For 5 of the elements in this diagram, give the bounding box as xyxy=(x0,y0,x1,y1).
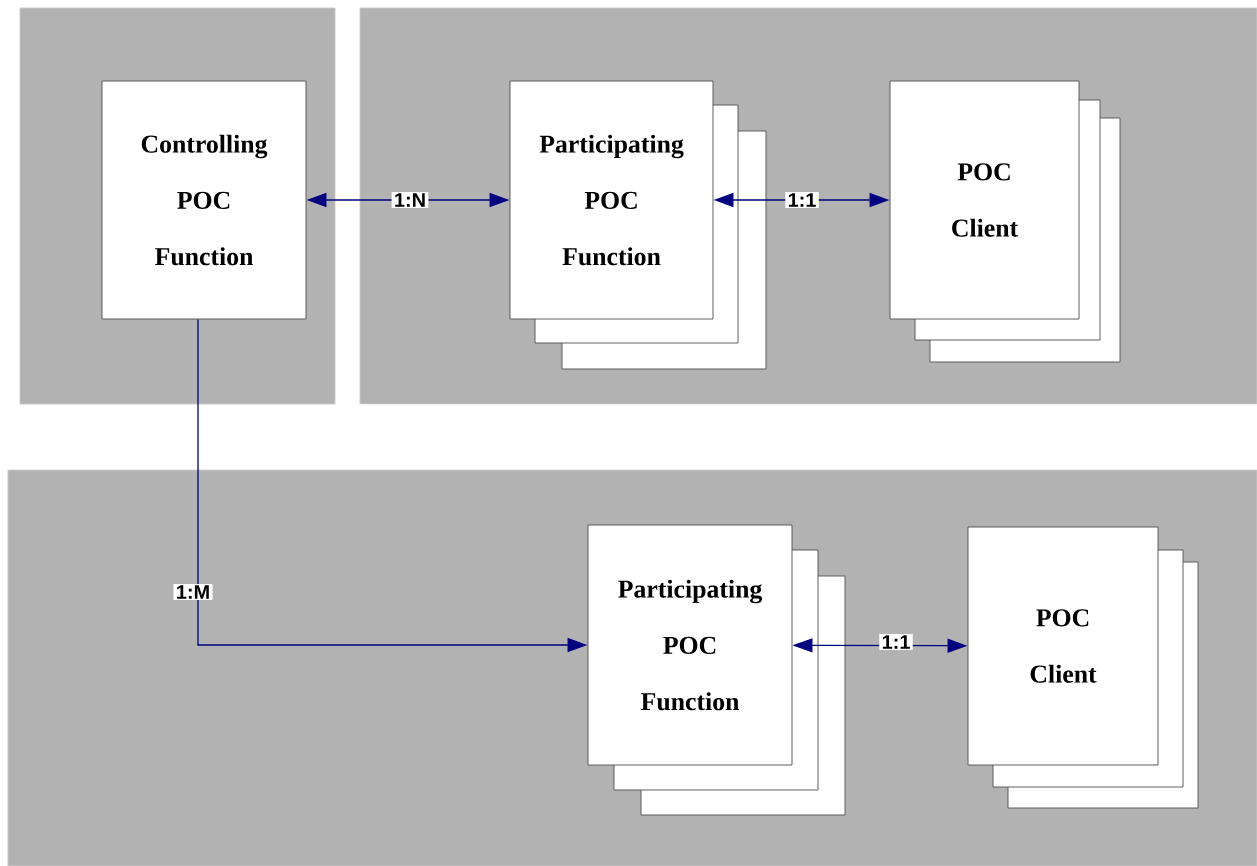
document-stack: Participating POC Function xyxy=(587,524,846,816)
process-box: Controlling POC Function xyxy=(101,80,307,320)
document-stack: Participating POC Function xyxy=(509,80,767,370)
document-stack: POC Client xyxy=(889,80,1121,363)
document-stack: POC Client xyxy=(967,526,1199,809)
